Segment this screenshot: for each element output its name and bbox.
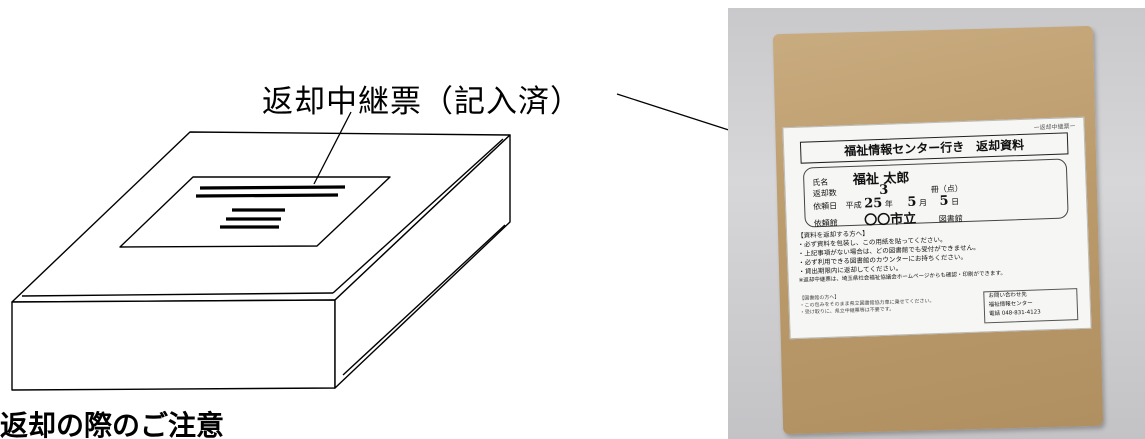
- slip-contact-box: お問い合わせ先 福祉情報センター 電話 048-831-4123: [983, 288, 1079, 324]
- library-unit: 図書館: [938, 214, 963, 224]
- library-label: 依頼館: [813, 218, 838, 229]
- slip-line-1: [199, 185, 346, 190]
- contact-line: 電話 048-831-4123: [988, 309, 1041, 318]
- leader-line-left: [313, 111, 352, 185]
- bottom-heading: 返却の際のご注意: [0, 409, 225, 439]
- date-year-unit: 年: [884, 199, 894, 209]
- relay-slip-photo: ー返却中継票ー 福祉情報センター行き 返却資料 氏名 福祉 太郎 返却数 3 冊…: [782, 116, 1092, 340]
- box-front-face: [11, 299, 336, 391]
- box-side-face: [334, 134, 511, 389]
- slip-form-box: 氏名 福祉 太郎 返却数 3 冊（点） 依頼日 平成 25 年 5 月 5 日: [802, 158, 1069, 229]
- slip-line-2: [195, 193, 339, 198]
- slip-corner-note: ー返却中継票ー: [1033, 123, 1076, 132]
- callout-label: 返却中継票（記入済）: [262, 84, 582, 120]
- envelope-photo: ー返却中継票ー 福祉情報センター行き 返却資料 氏名 福祉 太郎 返却数 3 冊…: [728, 8, 1145, 439]
- slip-footer: 【図書館の方へ】 ・この包みをそのまま県立図書館協力車に乗せてください。 ・受け…: [799, 291, 935, 317]
- slip-notes: 【資料を返却する方へ】 ・必ず資料を包装し、この用紙を貼ってください。 ・上記事…: [797, 225, 1006, 286]
- date-month-unit: 月: [918, 198, 928, 208]
- date-day-unit: 日: [950, 197, 960, 207]
- library-value: 〇〇市立: [863, 211, 917, 229]
